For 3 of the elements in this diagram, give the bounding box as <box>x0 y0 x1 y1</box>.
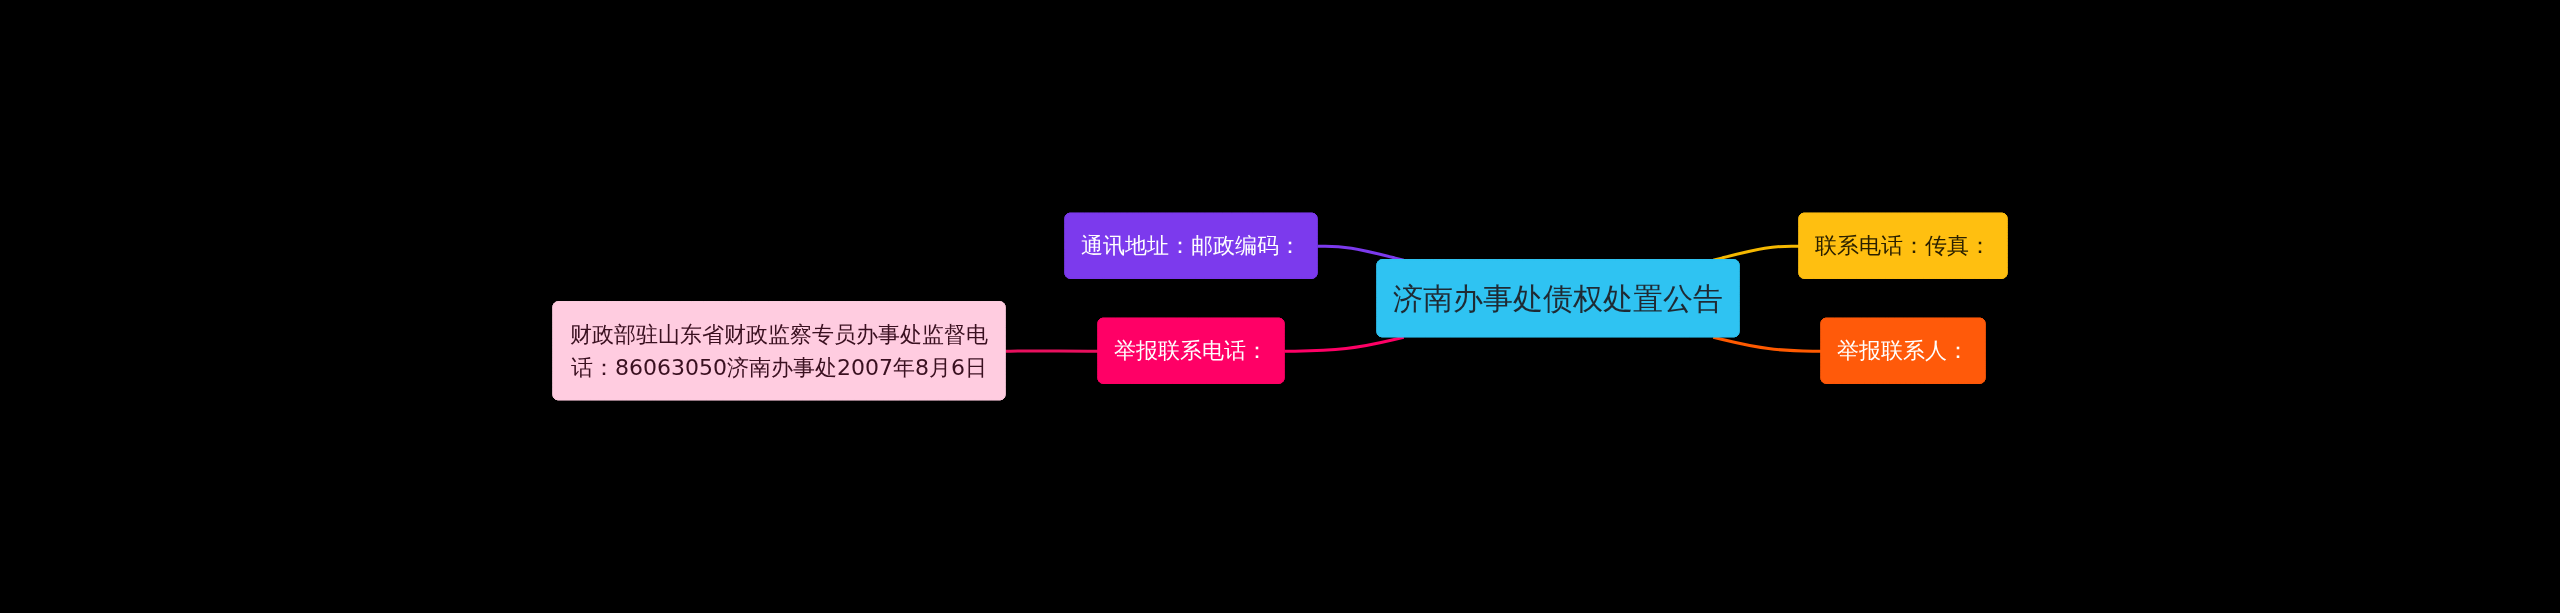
connector <box>1005 349 1099 353</box>
connector <box>1284 335 1405 353</box>
connector <box>1712 335 1822 353</box>
